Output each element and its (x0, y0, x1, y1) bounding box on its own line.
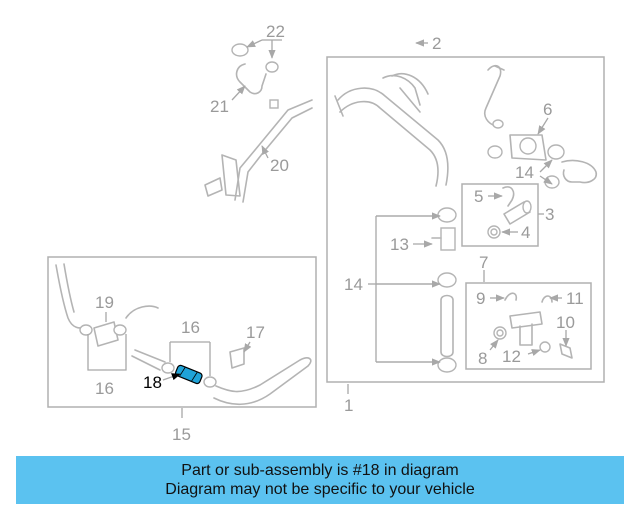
callout-22: 22 (266, 22, 285, 41)
callout-1: 1 (344, 396, 353, 415)
tee-fitting-7 (509, 311, 543, 346)
callout-21: 21 (210, 97, 229, 116)
callout-2: 2 (432, 34, 441, 53)
callout-14-lower: 14 (344, 275, 363, 294)
connector-13 (431, 227, 456, 251)
bracket-17 (229, 347, 245, 369)
hose-lower-15 (131, 349, 312, 406)
callout-10: 10 (556, 313, 575, 332)
parts-diagram: 1 2 3 4 5 6 7 8 9 10 11 12 13 14 14 15 1… (47, 22, 605, 444)
callout-16-right: 16 (181, 318, 200, 337)
callout-4: 4 (521, 223, 530, 242)
callout-15: 15 (172, 425, 191, 444)
clip-11 (541, 295, 553, 303)
callout-9: 9 (476, 289, 485, 308)
subassembly-box-3 (461, 183, 539, 247)
callout-18[interactable]: 18 (143, 373, 162, 392)
fitting-6 (487, 134, 598, 189)
assembly-box-15 (47, 256, 317, 408)
callout-20: 20 (270, 156, 289, 175)
callout-8: 8 (478, 349, 487, 368)
callout-6: 6 (543, 100, 552, 119)
hose-21 (235, 63, 267, 95)
callout-14-upper: 14 (515, 163, 534, 182)
sensor-10 (559, 343, 573, 359)
info-banner: Part or sub-assembly is #18 in diagram D… (16, 456, 624, 504)
hose-upper-15 (55, 263, 87, 329)
thermostat-connector-18[interactable] (175, 364, 203, 385)
assembly-box-1 (326, 56, 605, 383)
upper-radiator-hose (334, 72, 449, 187)
callout-7: 7 (479, 253, 488, 272)
hose-clamp-14 (437, 207, 457, 373)
clip-9 (504, 292, 518, 301)
o-ring-8 (493, 326, 507, 340)
callout-3: 3 (545, 205, 554, 224)
coolant-hose-middle (440, 294, 454, 358)
callout-11: 11 (566, 289, 584, 308)
callout-17: 17 (246, 323, 265, 342)
hose-clip-5 (502, 186, 515, 207)
banner-line-1: Part or sub-assembly is #18 in diagram (181, 462, 459, 479)
tee-19 (79, 305, 159, 347)
subassembly-box-7 (465, 282, 592, 370)
callout-13: 13 (390, 235, 409, 254)
o-ring-12 (539, 341, 551, 353)
connector-3 (503, 200, 532, 225)
hose-clamp-22 (231, 43, 279, 73)
heater-hose-6 (483, 64, 505, 129)
callout-12: 12 (502, 347, 521, 366)
callout-16-left: 16 (95, 379, 114, 398)
callout-5: 5 (474, 187, 483, 206)
banner-line-2: Diagram may not be specific to your vehi… (165, 481, 475, 498)
o-ring-4 (487, 225, 501, 239)
callout-19: 19 (95, 293, 114, 312)
